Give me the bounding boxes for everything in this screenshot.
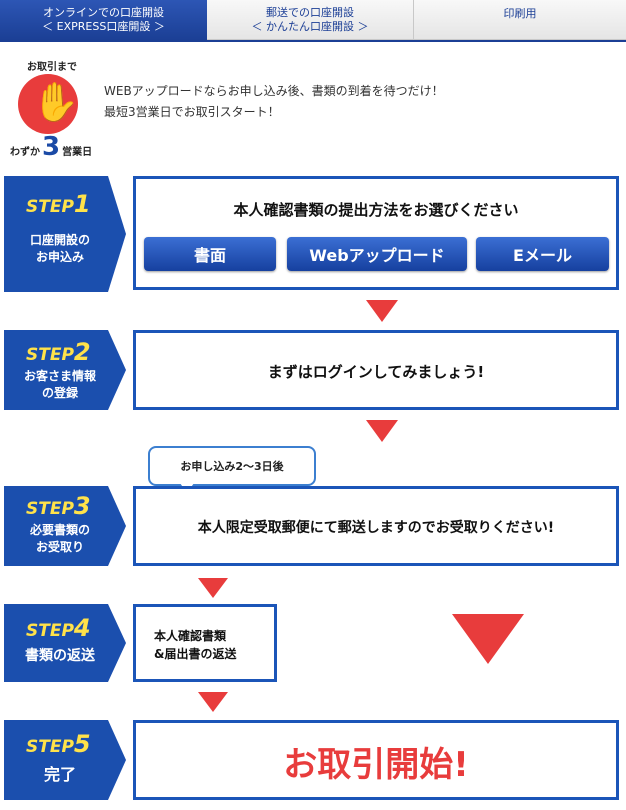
step1-arrow-shape — [4, 176, 126, 292]
badge-circle — [18, 74, 78, 134]
step1-desc: 口座開設の お申込み — [10, 232, 110, 266]
down-arrow-3 — [198, 578, 228, 598]
tab-underline — [0, 40, 626, 42]
step3-desc: 必要書類の お受取り — [10, 522, 110, 556]
step3-number: 3 — [73, 492, 91, 520]
step2-title: STEP2 — [26, 338, 91, 366]
tab-express-line1: オンラインでの口座開設 — [43, 6, 164, 19]
step4-box-text: 本人確認書類 &届出書の返送 — [154, 627, 236, 663]
paper-method-button[interactable]: 書面 — [144, 237, 276, 271]
step5-label: STEP5 完了 — [4, 720, 126, 800]
email-method-button[interactable]: Eメール — [476, 237, 609, 271]
step4-box-line2: &届出書の返送 — [154, 647, 237, 661]
step1-box-title: 本人確認書類の提出方法をお選びください — [233, 201, 519, 219]
badge-bottom: わずか 3 営業日 — [10, 132, 93, 162]
step2-label: STEP2 お客さま情報 の登録 — [4, 330, 126, 410]
step3-box-text: 本人限定受取郵便にて郵送しますのでお受取りください! — [197, 520, 555, 536]
step5-desc: 完了 — [10, 766, 110, 783]
tab-mail-line2: ＜ かんたん口座開設 ＞ — [251, 19, 369, 33]
step4-arrow-shape — [4, 604, 126, 682]
big-down-arrow — [452, 614, 524, 664]
step3-title: STEP3 — [26, 492, 91, 520]
step1-word: STEP — [26, 197, 74, 217]
step1-label: STEP1 口座開設の お申込み — [4, 176, 126, 292]
step5-number: 5 — [73, 730, 91, 758]
step4-word: STEP — [26, 621, 74, 641]
three-day-badge: お取引まで ✋ わずか 3 営業日 — [10, 58, 94, 162]
step2-desc: お客さま情報 の登録 — [10, 368, 110, 402]
down-arrow-1 — [366, 300, 398, 322]
step1-title: STEP1 — [26, 190, 91, 218]
badge-top-text: お取引まで — [27, 62, 77, 73]
badge-number: 3 — [42, 132, 61, 162]
tab-mail-line1: 郵送での口座開設 — [266, 5, 354, 19]
step2-word: STEP — [26, 345, 74, 365]
step2-number: 2 — [73, 338, 91, 366]
step4-desc: 書類の返送 — [10, 648, 110, 665]
step2-desc-line1: お客さま情報 — [23, 369, 96, 383]
step5-word: STEP — [26, 737, 74, 757]
badge-prefix: わずか — [10, 147, 40, 158]
step4-title: STEP4 — [26, 614, 91, 642]
tab-bar: オンラインでの口座開設 ＜ EXPRESS口座開設 ＞ 郵送での口座開設 ＜ か… — [0, 0, 626, 42]
web-upload-method-button[interactable]: Webアップロード — [287, 237, 467, 271]
step4-box: 本人確認書類 &届出書の返送 — [133, 604, 277, 682]
step5-title: STEP5 — [26, 730, 91, 758]
tab-mail-account[interactable]: 郵送での口座開設 ＜ かんたん口座開設 ＞ — [207, 0, 414, 40]
step2-box-text: まずはログインしてみましょう! — [267, 363, 485, 381]
step2-arrow-shape — [4, 330, 126, 410]
step1-number: 1 — [73, 190, 91, 218]
step1-desc-line2: お申込み — [35, 250, 84, 264]
step1-desc-line1: 口座開設の — [29, 233, 90, 247]
trading-start-text: お取引開始! — [283, 745, 469, 785]
step5-desc-line1: 完了 — [43, 765, 76, 784]
intro-text: WEBアップロードならお申し込み後、書類の到着を待つだけ！ 最短3営業日でお取引… — [104, 81, 444, 123]
step2-box: まずはログインしてみましょう! — [133, 330, 619, 410]
step4-number: 4 — [73, 614, 91, 642]
step2-desc-line2: の登録 — [41, 386, 78, 400]
step5-box: お取引開始! — [133, 720, 619, 800]
step1-box: 本人確認書類の提出方法をお選びください 書面 Webアップロード Eメール — [133, 176, 619, 290]
tab-express-account[interactable]: オンラインでの口座開設 ＜ EXPRESS口座開設 ＞ — [0, 0, 207, 40]
down-arrow-2 — [366, 420, 398, 442]
badge-suffix: 営業日 — [62, 147, 93, 158]
intro-line2: 最短3営業日でお取引スタート！ — [104, 105, 280, 119]
intro-line1: WEBアップロードならお申し込み後、書類の到着を待つだけ！ — [104, 84, 444, 98]
step3-word: STEP — [26, 499, 74, 519]
tab-print-label: 印刷用 — [503, 7, 537, 20]
step4-desc-line1: 書類の返送 — [25, 648, 95, 664]
step4-box-line1: 本人確認書類 — [154, 629, 227, 643]
step5-arrow-shape — [4, 720, 126, 800]
tab-express-line2: ＜ EXPRESS口座開設 ＞ — [42, 20, 165, 33]
step3-box: 本人限定受取郵便にて郵送しますのでお受取りください! — [133, 486, 619, 566]
down-arrow-4 — [198, 692, 228, 712]
step3-desc-line1: 必要書類の — [29, 523, 90, 537]
step3-arrow-shape — [4, 486, 126, 566]
timing-bubble: お申し込み2～3日後 — [148, 446, 316, 486]
three-fingers-hand-icon: ✋ — [32, 80, 80, 124]
step3-label: STEP3 必要書類の お受取り — [4, 486, 126, 566]
tab-print[interactable]: 印刷用 — [414, 0, 626, 40]
step4-label: STEP4 書類の返送 — [4, 604, 126, 682]
step3-desc-line2: お受取り — [35, 540, 84, 554]
